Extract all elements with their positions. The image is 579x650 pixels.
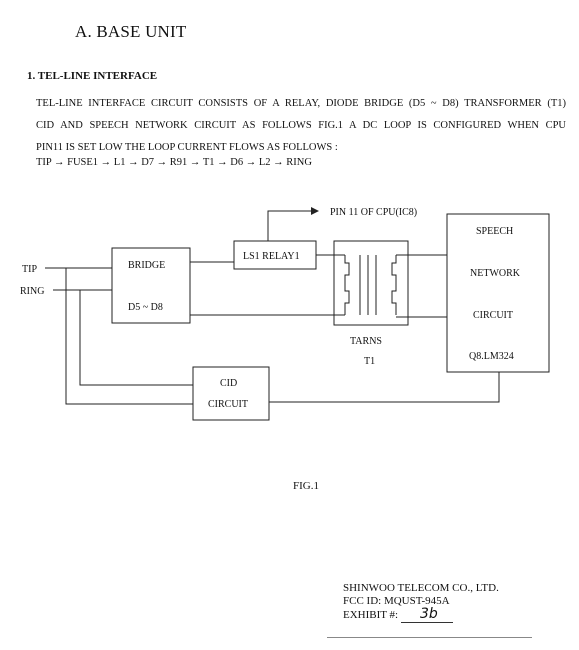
figure-caption: FIG.1 [293, 480, 319, 492]
speech-line-2: NETWORK [470, 268, 521, 279]
ring-label: RING [20, 286, 44, 297]
paragraph-line-2: CID AND SPEECH NETWORK CIRCUIT AS FOLLOW… [36, 120, 566, 131]
tip-label: TIP [22, 264, 37, 275]
company-name: SHINWOO TELECOM CO., LTD. [343, 582, 499, 594]
bridge-parts: D5 ~ D8 [128, 302, 163, 313]
relay-cpu-wire [267, 207, 319, 241]
transformer-block [333, 240, 409, 326]
footer-rule [327, 637, 532, 638]
relay-label: LS1 RELAY1 [243, 251, 300, 262]
ring-cid-wire [79, 290, 193, 386]
tip-cid-wire [65, 268, 193, 405]
cid-line-1: CID [220, 378, 237, 389]
signal-path-text: TIP → FUSE1 → L1 → D7 → R91 → T1 → D6 → … [36, 157, 312, 168]
exhibit-label: EXHIBIT #: [343, 609, 399, 621]
block-diagram: TIP RING BRIDGE D5 ~ D8 LS1 RELAY1 PIN 1… [20, 207, 550, 421]
speech-line-3: CIRCUIT [473, 310, 513, 321]
speech-line-4: Q8.LM324 [469, 351, 514, 362]
footer-block: SHINWOO TELECOM CO., LTD. FCC ID: MQUST-… [343, 582, 499, 623]
transformer-name: TARNS [350, 336, 382, 347]
cid-line-2: CIRCUIT [208, 399, 248, 410]
bridge-block [111, 247, 191, 324]
paragraph-line-3: PIN11 IS SET LOW THE LOOP CURRENT FLOWS … [36, 142, 338, 153]
transformer-ref: T1 [364, 356, 375, 367]
transformer-windings [344, 255, 397, 315]
fcc-id: FCC ID: MQUST-945A [343, 595, 450, 607]
section-heading: 1. TEL-LINE INTERFACE [27, 70, 158, 82]
paragraph-line-1: TEL-LINE INTERFACE CIRCUIT CONSISTS OF A… [36, 98, 566, 109]
exhibit-row: EXHIBIT #: 3b [343, 606, 499, 623]
cid-block [192, 366, 270, 421]
cid-speech-wire [269, 372, 500, 403]
bridge-title: BRIDGE [128, 260, 165, 271]
exhibit-field: 3b [400, 606, 453, 623]
speech-network-block [446, 213, 550, 373]
page-title: A. BASE UNIT [75, 22, 187, 41]
exhibit-value: 3b [419, 606, 438, 622]
pin-label: PIN 11 OF CPU(IC8) [330, 207, 417, 218]
speech-line-1: SPEECH [476, 226, 513, 237]
